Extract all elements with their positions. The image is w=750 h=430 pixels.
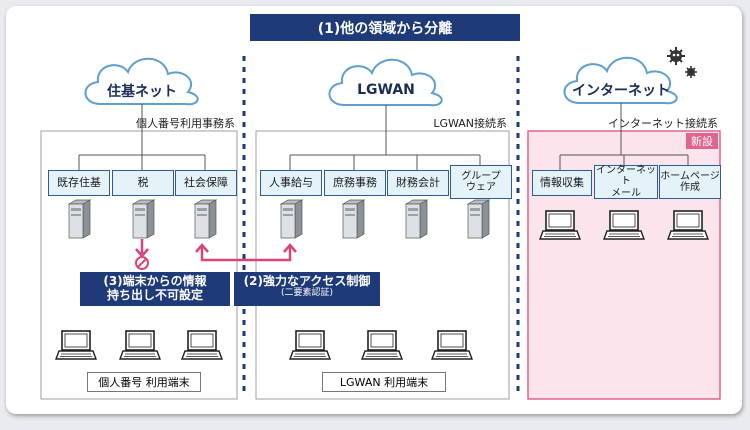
new-badge: 新設 <box>686 133 718 149</box>
cloud-label-juki: 住基ネット <box>107 84 177 100</box>
virus-icon <box>667 47 685 65</box>
app-box: インターネット メール <box>594 164 658 199</box>
prohibited-icon <box>135 256 149 270</box>
server-icon <box>342 199 365 239</box>
server-icon <box>467 199 490 239</box>
laptop-icon <box>119 330 161 360</box>
laptop-icon <box>603 210 645 240</box>
system-label-juki: 個人番号利用事務系 <box>136 117 235 130</box>
terminal-label-juki: 個人番号 利用端末 <box>87 372 201 392</box>
app-box: 社会保障 <box>175 170 237 196</box>
laptop-icon <box>361 330 403 360</box>
app-box: 既存住基 <box>48 170 110 196</box>
server-icon <box>194 199 217 239</box>
callout-line: (3)端末からの情報 <box>103 274 207 288</box>
server-icon <box>132 199 155 239</box>
callout-line: (2)強力なアクセス制御 <box>243 274 371 288</box>
callout-data-export: (3)端末からの情報 持ち出し不可設定 <box>80 272 230 306</box>
laptop-icon <box>181 330 223 360</box>
system-label-internet: インターネット接続系 <box>608 117 718 130</box>
app-box: グループ ウェア <box>450 165 512 199</box>
laptop-icon <box>55 330 97 360</box>
connector-lines <box>78 103 689 170</box>
server-icon <box>68 199 91 239</box>
app-box: 人事給与 <box>260 170 322 196</box>
server-icon <box>405 199 428 239</box>
cloud-label-lgwan: LGWAN <box>357 82 415 98</box>
laptop-icon <box>289 330 331 360</box>
app-box: ホームページ 作成 <box>659 165 721 199</box>
access-control-arrow <box>195 243 297 262</box>
virus-icon <box>685 66 697 78</box>
callout-access-control: (2)強力なアクセス制御 (二要素認証) <box>234 272 380 306</box>
laptop-icon <box>431 330 473 360</box>
laptop-icon <box>667 210 709 240</box>
app-box: 財務会計 <box>387 170 449 196</box>
app-box: 庶務事務 <box>324 170 386 196</box>
system-label-lgwan: LGWAN接続系 <box>433 117 507 130</box>
page-title: (1)他の領域から分離 <box>250 14 520 41</box>
app-box: 情報収集 <box>532 170 592 196</box>
callout-line: 持ち出し不可設定 <box>106 288 203 303</box>
terminal-label-lgwan: LGWAN 利用端末 <box>322 372 446 392</box>
app-box: 税 <box>112 170 174 196</box>
cloud-label-internet: インターネット <box>572 83 670 99</box>
callout-subline: (二要素認証) <box>280 288 334 299</box>
server-icon <box>280 199 303 239</box>
laptop-icon <box>539 210 581 240</box>
